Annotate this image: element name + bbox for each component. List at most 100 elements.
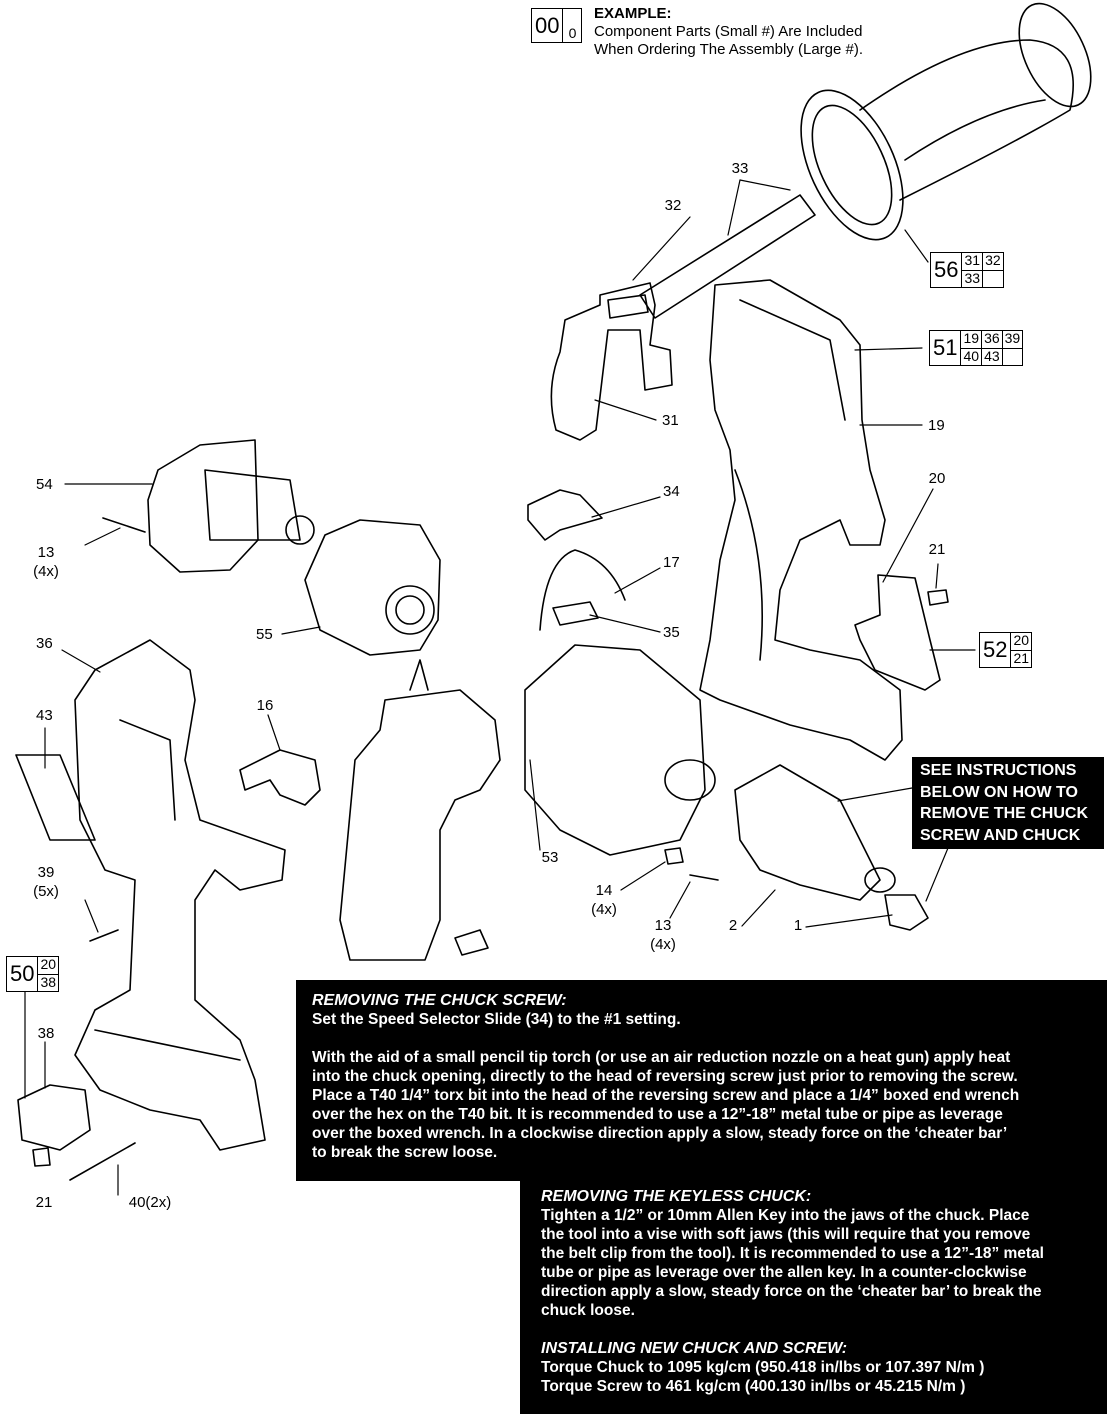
assembly-box-51: 51 19 36 39 40 43 [929, 330, 1024, 366]
install-line-1: Torque Chuck to 1095 kg/cm (950.418 in/l… [541, 1359, 985, 1376]
callout-53: 53 [541, 849, 559, 866]
callout-36: 36 [36, 635, 53, 652]
keyless-chuck-part [734, 764, 896, 901]
chuck-screw-para-line: over the boxed wrench. In a clockwise di… [312, 1125, 1008, 1142]
assembly-part: 20 [1011, 633, 1032, 651]
motor-armature-part [147, 439, 315, 573]
button-part [454, 929, 489, 956]
screws [69, 517, 719, 1181]
keyless-chuck-para: Tighten a 1/2” or 10mm Allen Key into th… [541, 1206, 1107, 1320]
callout-14: 14 [595, 882, 613, 899]
spring-part [539, 549, 626, 631]
assembly-part: 40 [961, 348, 983, 365]
assembly-part: 31 [962, 253, 984, 271]
see-instructions-line: SCREW AND CHUCK [920, 826, 1081, 844]
callout-31: 31 [662, 412, 679, 429]
chuck-screw-heading: REMOVING THE CHUCK SCREW: [312, 992, 567, 1009]
example-component-number: 0 [568, 25, 577, 41]
see-instructions-line: REMOVE THE CHUCK [920, 805, 1089, 822]
callout-38: 38 [37, 1025, 55, 1042]
assembly-part: 38 [40, 973, 57, 990]
screw-21-part [927, 589, 949, 606]
keyless-chuck-para-line: chuck loose. [541, 1302, 635, 1319]
install-heading: INSTALLING NEW CHUCK AND SCREW: [541, 1340, 848, 1357]
chuck-screw-para-line: Place a T40 1/4” torx bit into the head … [312, 1087, 1020, 1104]
callout-40: 40(2x) [128, 1194, 172, 1211]
assembly-box-50: 50 20 38 [6, 956, 60, 992]
callout-21b: 21 [35, 1194, 53, 1211]
see-instructions-line: BELOW ON HOW TO [920, 783, 1078, 801]
assembly-number: 51 [930, 331, 962, 365]
motor-stator-part [304, 519, 441, 656]
keyless-chuck-para-line: direction apply a slow, steady force on … [541, 1283, 1042, 1300]
speed-selector-part [527, 489, 603, 541]
callout-39: 39 [37, 864, 55, 881]
callout-21a: 21 [928, 541, 946, 558]
callout-16: 16 [256, 697, 274, 714]
assembly-part: 33 [962, 270, 984, 287]
callout-13a: 13 [37, 544, 55, 561]
keyless-chuck-para-line: tube or pipe as leverage over the allen … [541, 1264, 1027, 1281]
callout-13a-qty: (4x) [33, 563, 59, 580]
callout-13b-qty: (4x) [650, 936, 676, 953]
callout-43: 43 [36, 707, 53, 724]
callout-39-qty: (5x) [33, 883, 59, 900]
assembly-part-empty [1003, 349, 1023, 366]
callout-2: 2 [728, 917, 738, 934]
chuck-screw-para-line: into the chuck opening, directly to the … [312, 1068, 1018, 1085]
keyless-chuck-instructions: REMOVING THE KEYLESS CHUCK: Tighten a 1/… [520, 1181, 1107, 1414]
install-line-2: Torque Screw to 461 kg/cm (400.130 in/lb… [541, 1378, 966, 1395]
assembly-part: 20 [38, 957, 59, 975]
assembly-number: 50 [7, 957, 39, 991]
assembly-part: 21 [1013, 649, 1030, 666]
switch-assembly-part [339, 659, 501, 961]
keyless-chuck-para-line: the tool into a vise with soft jaws (thi… [541, 1226, 1031, 1243]
keyless-chuck-para-line: Tighten a 1/2” or 10mm Allen Key into th… [541, 1207, 1030, 1224]
callout-34: 34 [663, 483, 680, 500]
example-line-2: When Ordering The Assembly (Large #). [594, 41, 864, 58]
assembly-number: 52 [980, 633, 1012, 667]
gearbox-part [524, 644, 716, 856]
callout-17: 17 [663, 554, 680, 571]
chuck-screw-para: With the aid of a small pencil tip torch… [312, 1048, 1107, 1162]
callout-19: 19 [928, 417, 945, 434]
housing-right-half [699, 279, 903, 761]
chuck-screw-para-line: to break the screw loose. [312, 1144, 498, 1161]
example-line-1: Component Parts (Small #) Are Included [594, 23, 863, 40]
callout-14-qty: (4x) [591, 901, 617, 918]
keyless-chuck-para-line: the belt clip from the tool). It is reco… [541, 1245, 1044, 1262]
callout-1: 1 [793, 917, 803, 934]
callout-35: 35 [663, 624, 680, 641]
assembly-box-52: 52 20 21 [979, 632, 1033, 668]
callout-54: 54 [36, 476, 53, 493]
callout-33: 33 [731, 160, 749, 177]
leader-lines [24, 179, 976, 1196]
belt-clip-part [854, 574, 941, 691]
callout-32: 32 [664, 197, 682, 214]
callout-55: 55 [256, 626, 273, 643]
washer-part [664, 847, 684, 865]
assembly-part: 32 [983, 253, 1003, 271]
side-handle-part [639, 2, 1092, 319]
housing-left-half [74, 639, 286, 1151]
chuck-screw-para-line: over the hex on the T40 bit. It is recom… [312, 1106, 1003, 1123]
see-instructions-box: SEE INSTRUCTIONS BELOW ON HOW TO REMOVE … [912, 757, 1104, 849]
chuck-screw-instructions: REMOVING THE CHUCK SCREW: Set the Speed … [296, 980, 1107, 1181]
chuck-screw-line-1: Set the Speed Selector Slide (34) to the… [312, 1011, 681, 1028]
see-instructions-line: SEE INSTRUCTIONS [920, 762, 1077, 779]
assembly-part: 39 [1002, 331, 1023, 349]
chuck-screw-para-line: With the aid of a small pencil tip torch… [312, 1049, 1011, 1066]
example-assembly-number: 00 [532, 9, 564, 42]
handle-strap-part [550, 282, 673, 441]
callout-20: 20 [928, 470, 946, 487]
slide-plate-part [552, 601, 599, 626]
assembly-part: 36 [982, 331, 1003, 349]
assembly-part: 43 [982, 348, 1003, 365]
assembly-box-56: 56 31 32 33 [930, 252, 1004, 288]
screw-21b-part [32, 1147, 51, 1167]
battery-plate-part [17, 1084, 91, 1151]
keyless-chuck-heading: REMOVING THE KEYLESS CHUCK: [541, 1188, 812, 1205]
chuck-screw-part [884, 894, 929, 931]
example-title: EXAMPLE: [594, 5, 672, 22]
